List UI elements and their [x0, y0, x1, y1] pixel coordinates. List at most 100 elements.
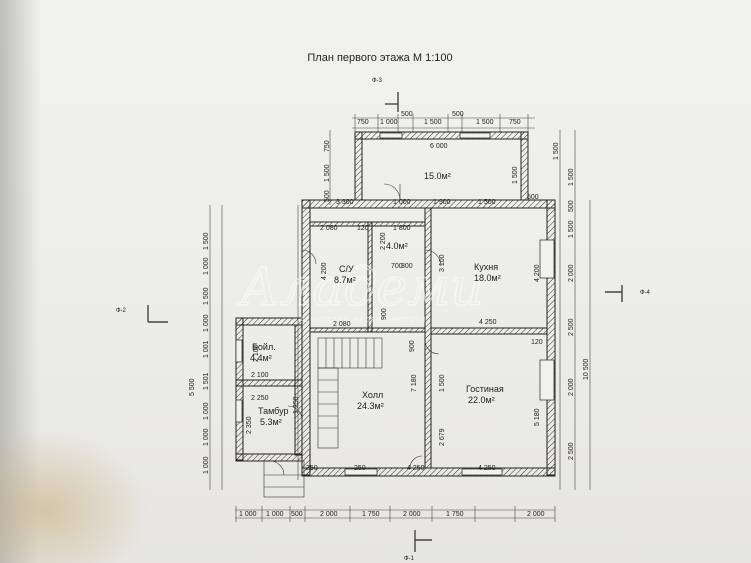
- dim-right-4: 2 500: [568, 318, 575, 336]
- dim-left-3: 1 500: [203, 287, 210, 305]
- room-kitchen-area: 18.0м²: [474, 273, 501, 283]
- axis-top-label: Ф-3: [372, 78, 383, 84]
- dim-left-total: 5 500: [189, 378, 196, 396]
- dim-bottom-2: 1 000: [266, 511, 284, 518]
- dim-misc-2200: 2 200: [380, 232, 387, 250]
- room-terrace-area: 15.0м²: [424, 171, 451, 181]
- dim-left-top-3: 500: [324, 190, 331, 202]
- room-corridor-area: 4.0м²: [386, 241, 408, 251]
- walls: [235, 131, 556, 477]
- dim-misc-900b: 900: [409, 340, 416, 352]
- dim-misc-5180: 5 180: [534, 408, 541, 426]
- dim-su-3: 1 800: [393, 225, 411, 232]
- dim-misc-800: 800: [401, 263, 413, 270]
- watermark: Аладеми АГЕНТСТВО НЕДВИЖИМОСТИ: [235, 257, 484, 324]
- dim-right-top-1: 1 500: [553, 142, 560, 160]
- dim-bottom-8: 2 000: [527, 511, 545, 518]
- doors: [269, 183, 442, 476]
- dim-misc-2500: 1 500: [512, 166, 519, 184]
- dim-left-9: 1 000: [203, 456, 210, 474]
- dim-left-8: 1 000: [203, 428, 210, 446]
- room-living-area: 22.0м²: [468, 395, 495, 405]
- axis-bottom-label: Ф-1: [404, 556, 415, 562]
- dim-top-3: 500: [401, 111, 413, 118]
- dim-misc-4200b: 4 200: [534, 264, 541, 282]
- dim-misc-2100a: 2 100: [253, 344, 260, 362]
- plan-title: План первого этажа М 1:100: [307, 52, 453, 64]
- dim-left-2: 1 000: [203, 257, 210, 275]
- dim-left-1: 1 500: [203, 232, 210, 250]
- dim-terrace-1: 3 300: [336, 199, 354, 206]
- dim-top-1: 750: [357, 119, 369, 126]
- room-su-name: С/У: [339, 264, 354, 274]
- dim-bottom-6: 2 000: [403, 511, 421, 518]
- dim-right-6: 2 500: [568, 442, 575, 460]
- dim-terrace-3: 1 900: [433, 199, 451, 206]
- dim-misc-3100: 3 100: [439, 254, 446, 272]
- dim-top-inner: 6 000: [430, 143, 448, 150]
- dim-misc-700: 700: [391, 263, 403, 270]
- paper-stain: [0, 430, 150, 563]
- dim-misc-2250: 2 250: [251, 395, 269, 402]
- dim-top-6: 1 500: [476, 119, 494, 126]
- dim-right-2: 1 500: [568, 220, 575, 238]
- room-boiler-area: 4.4м²: [250, 353, 272, 363]
- room-hall-name: Холл: [362, 390, 383, 400]
- dim-left-6: 1 501: [203, 372, 210, 390]
- dim-misc-250: 4 250: [407, 465, 425, 472]
- dim-misc-4200a: 4 200: [321, 262, 328, 280]
- dim-bottom-4: 2 000: [320, 511, 338, 518]
- dim-bottom-7: 1 750: [446, 511, 464, 518]
- dim-mid-3: 4 250: [479, 319, 497, 326]
- watermark-subtitle: АГЕНТСТВО НЕДВИЖИМОСТИ: [300, 317, 426, 324]
- dim-top-2: 1 000: [380, 119, 398, 126]
- axis-right-label: Ф-4: [640, 290, 651, 296]
- dim-right-top-2: 1 500: [568, 168, 575, 186]
- dim-bottom-1: 1 000: [239, 511, 257, 518]
- dim-su-2: 120: [357, 225, 369, 232]
- room-boiler-name: Бойл.: [252, 342, 276, 352]
- dim-left-7: 1 000: [203, 402, 210, 420]
- watermark-brand: Аладеми: [236, 258, 484, 318]
- dim-right-total: 10 500: [583, 358, 590, 380]
- dim-top-7: 750: [509, 119, 521, 126]
- dim-bottom-5: 1 750: [362, 511, 380, 518]
- dim-misc-2679: 2 679: [439, 428, 446, 446]
- dim-terrace-5: 500: [527, 194, 539, 201]
- dim-right-5: 2 000: [568, 378, 575, 396]
- dim-misc-4250: 4 250: [478, 465, 496, 472]
- room-living-name: Гостиная: [466, 384, 504, 394]
- axis-left-label: Ф-2: [116, 308, 127, 314]
- dim-left-5: 1 001: [203, 340, 210, 358]
- dim-left-4: 1 000: [203, 314, 210, 332]
- dim-su-1: 2 080: [320, 225, 338, 232]
- room-su-area: 8.7м²: [334, 275, 356, 285]
- dim-misc-500: 250: [306, 465, 318, 472]
- dim-terrace-4: 1 500: [478, 199, 496, 206]
- dim-misc-7180: 7 180: [411, 374, 418, 392]
- dim-terrace-2: 1 000: [393, 199, 411, 206]
- dim-misc-2100b: 2 100: [251, 372, 269, 379]
- staircase: [317, 337, 383, 449]
- dim-misc-1500a: 1 500: [439, 374, 446, 392]
- entrance-steps: [263, 460, 305, 498]
- room-vestibule-area: 5.3м²: [260, 417, 282, 427]
- dim-misc-1250: 1 250: [293, 396, 300, 414]
- dim-right-1: 500: [568, 200, 575, 212]
- dim-misc-2350: 2 350: [246, 416, 253, 434]
- dim-misc-4000: 250: [354, 465, 366, 472]
- room-vestibule-name: Тамбур: [258, 406, 289, 416]
- dim-mid-1: 2 080: [333, 321, 351, 328]
- room-kitchen-name: Кухня: [474, 262, 498, 272]
- dim-top-5: 500: [452, 111, 464, 118]
- dim-left-top-2: 1 500: [324, 164, 331, 182]
- windows: [235, 132, 555, 476]
- room-hall-area: 24.3м²: [357, 401, 384, 411]
- dim-misc-900a: 900: [381, 308, 388, 320]
- dim-right-3: 2 000: [568, 264, 575, 282]
- dim-left-top-1: 750: [324, 140, 331, 152]
- dim-bottom-3: 500: [291, 511, 303, 518]
- dim-misc-120b: 120: [531, 339, 543, 346]
- dim-top-4: 1 500: [424, 119, 442, 126]
